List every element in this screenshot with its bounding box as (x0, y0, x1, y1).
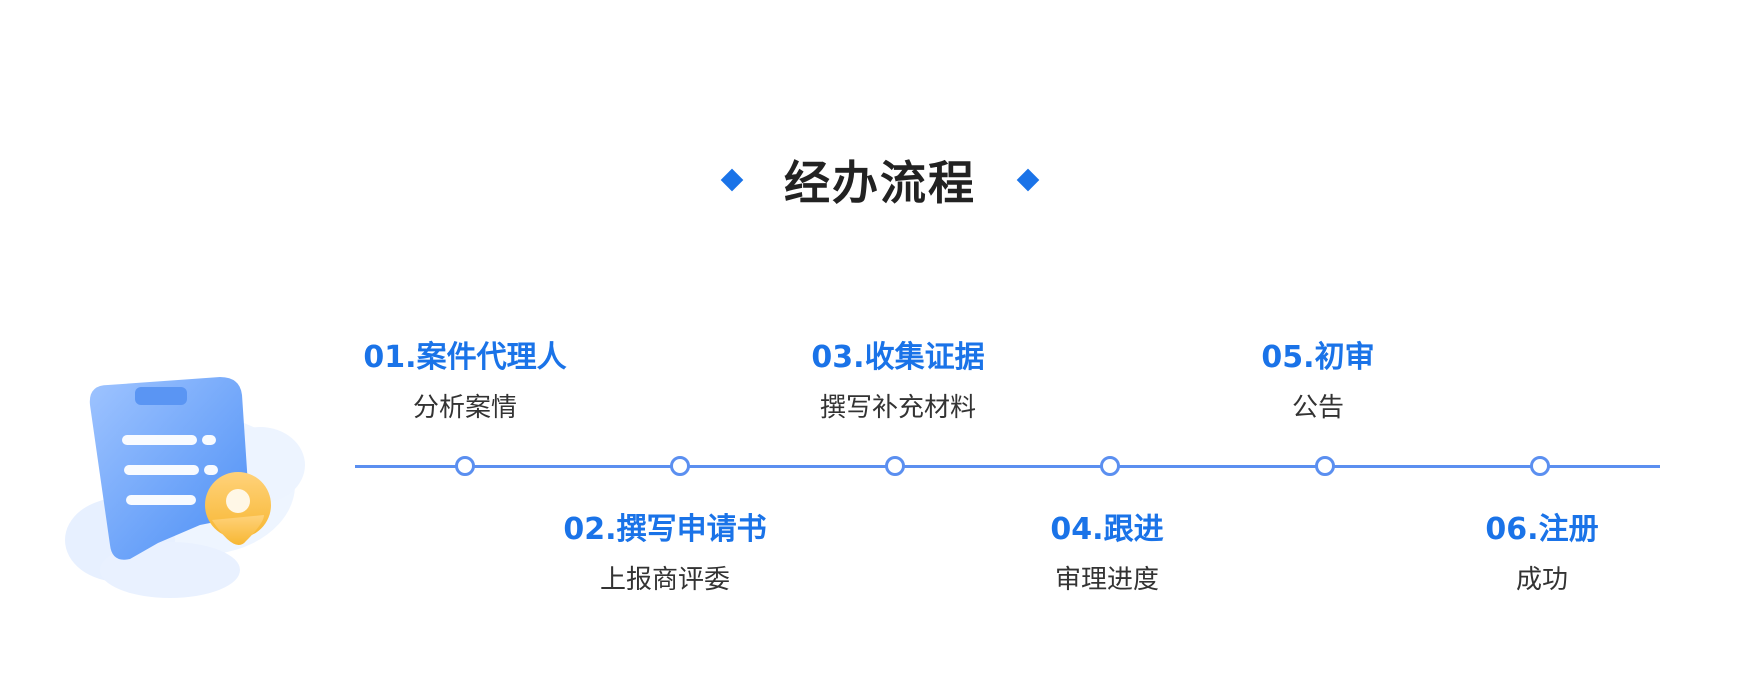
timeline-node-1 (455, 456, 475, 476)
timeline-node-3 (885, 456, 905, 476)
timeline-line (355, 465, 1660, 468)
step-06-title: 06.注册 (1485, 512, 1599, 547)
clipboard-location-icon (65, 377, 305, 598)
step-03-title: 03.收集证据 (811, 340, 985, 375)
timeline-node-4 (1100, 456, 1120, 476)
step-05-title: 05.初审 (1261, 340, 1375, 375)
step-04-title: 04.跟进 (1050, 512, 1164, 547)
step-01-desc: 分析案情 (412, 393, 517, 423)
step-06-desc: 成功 (1515, 565, 1568, 595)
step-04: 04.跟进 审理进度 (977, 510, 1237, 598)
step-05: 05.初审 公告 (1188, 338, 1448, 426)
timeline-node-2 (670, 456, 690, 476)
diamond-right-icon (1016, 168, 1040, 192)
timeline-node-5 (1315, 456, 1335, 476)
step-01: 01.案件代理人 分析案情 (335, 338, 595, 426)
step-06: 06.注册 成功 (1412, 510, 1672, 598)
step-04-desc: 审理进度 (1054, 565, 1159, 595)
step-01-title: 01.案件代理人 (363, 340, 567, 375)
timeline-node-6 (1530, 456, 1550, 476)
section-header: 经办流程 (0, 150, 1760, 210)
diamond-left-icon (720, 168, 744, 192)
step-03-desc: 撰写补充材料 (819, 393, 976, 423)
step-03: 03.收集证据 撰写补充材料 (768, 338, 1028, 426)
step-02-title: 02.撰写申请书 (563, 512, 767, 547)
step-05-desc: 公告 (1291, 393, 1344, 423)
page-title: 经办流程 (784, 156, 976, 210)
step-02: 02.撰写申请书 上报商评委 (535, 510, 795, 598)
step-02-desc: 上报商评委 (599, 565, 730, 595)
